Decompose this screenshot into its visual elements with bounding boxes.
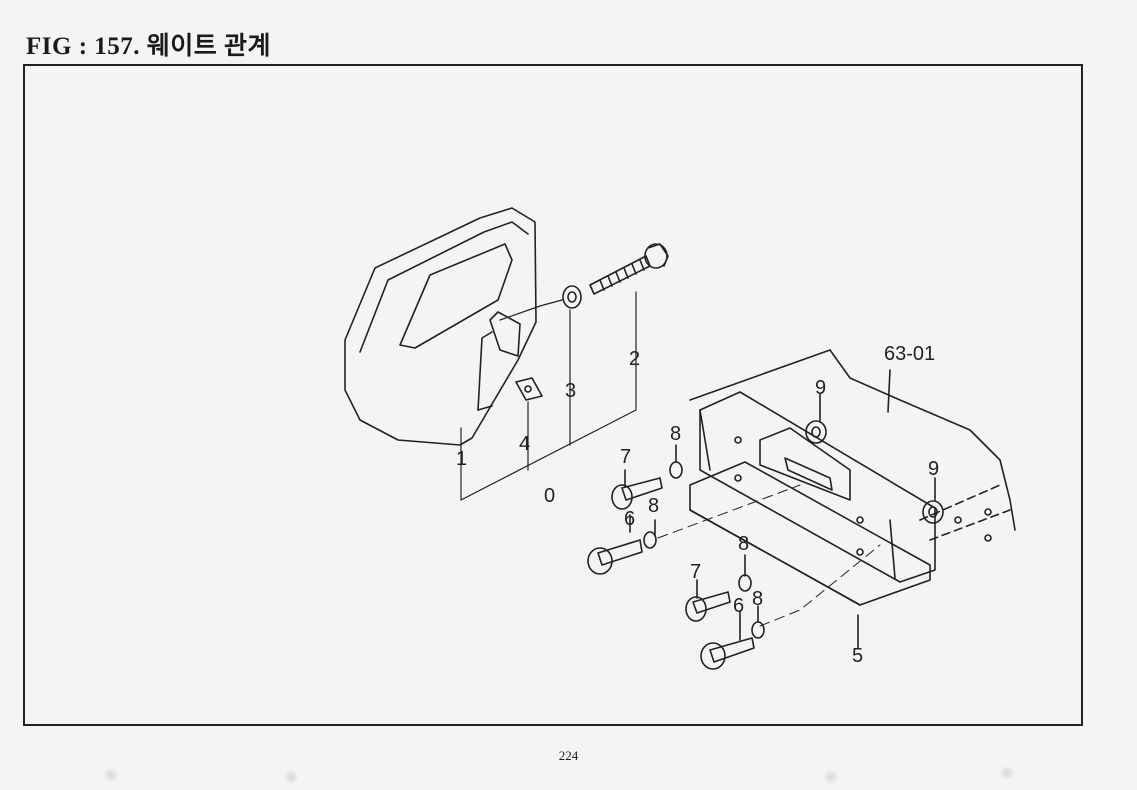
bracket-hardware [587,369,944,670]
callout-8d: 8 [752,588,763,610]
scan-mark [284,770,298,784]
scan-mark [1000,766,1014,780]
page-number: 224 [558,748,579,763]
drawing-frame [23,64,1083,726]
figure-title: FIG : 157. 웨이트 관계 [26,33,272,60]
callout-3: 3 [565,380,576,402]
callout-1: 1 [456,448,467,470]
callout-labels: 0 1 2 3 4 5 6 6 7 7 8 8 8 8 9 9 63-01 [456,343,939,667]
machine-frame [689,349,1016,542]
callout-7a: 7 [620,446,631,468]
scan-mark [104,768,118,782]
long-bolt [589,243,669,295]
counter-weight [344,207,537,446]
callout-7b: 7 [690,561,701,583]
scan-mark [824,770,838,784]
callout-8a: 8 [670,423,681,445]
callout-6a: 6 [624,508,635,530]
weight-bracket [689,391,936,606]
callout-0: 0 [544,485,555,507]
callout-4: 4 [519,433,530,455]
leader-lines-upper [460,291,637,501]
callout-8b: 8 [648,495,659,517]
callout-8c: 8 [738,533,749,555]
callout-9a: 9 [815,377,826,399]
callout-63-01: 63-01 [884,343,935,365]
callout-9b: 9 [928,458,939,480]
square-washer [515,377,543,401]
callout-5: 5 [852,645,863,667]
nut-part-3 [562,285,582,309]
callout-6b: 6 [733,595,744,617]
callout-2: 2 [629,348,640,370]
